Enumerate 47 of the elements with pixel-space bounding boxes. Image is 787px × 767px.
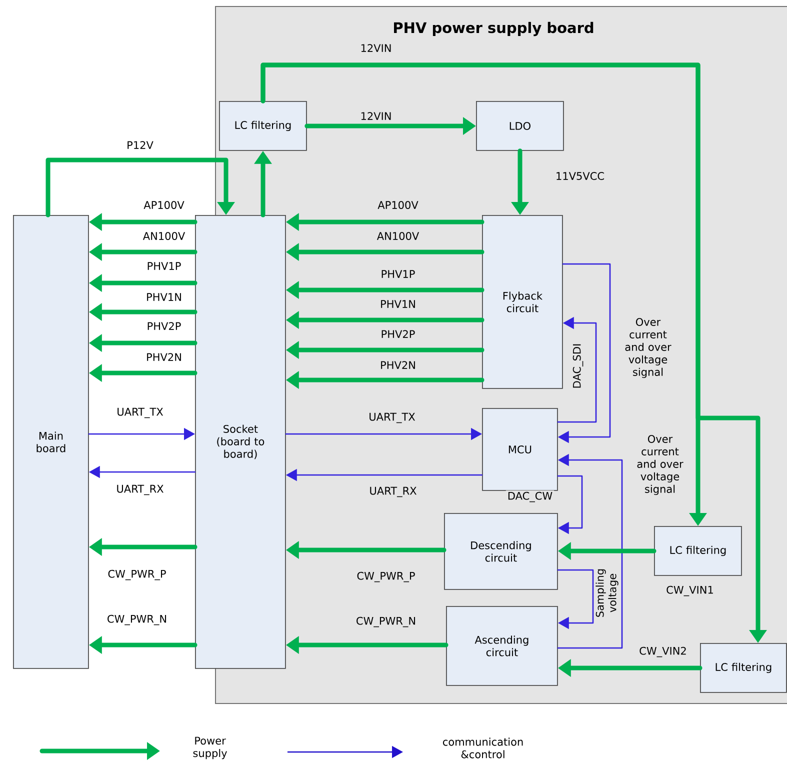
- edge-label: AN100V: [141, 230, 187, 242]
- edge-label: PHV1P: [379, 268, 417, 280]
- board-box: Main board: [13, 215, 89, 669]
- socket-box: Socket (board to board): [195, 215, 286, 669]
- legend-label: communication &control: [442, 738, 523, 758]
- edge-label: CW_PWR_P: [355, 570, 417, 584]
- arrow: [557, 475, 583, 534]
- edge-label: DAC_SDI: [571, 342, 585, 390]
- edge-label: CW_PWR_N: [105, 613, 169, 627]
- edge-label: CW_PWR_P: [106, 568, 168, 582]
- circuit-box: Descending circuit: [444, 513, 558, 590]
- edge-label: 12VIN: [358, 110, 394, 122]
- edge-label: PHV2N: [144, 352, 184, 362]
- edge-label: PHV1N: [144, 292, 184, 302]
- circuit-box: Flyback circuit: [482, 215, 563, 389]
- filter-box: LC filtering: [654, 526, 742, 576]
- edge-label: AP100V: [142, 200, 186, 210]
- filter-box: LC filtering: [219, 101, 307, 151]
- edge-label: PHV2P: [379, 328, 417, 340]
- edge-label: 12VIN: [358, 42, 394, 54]
- edge-label: PHV2N: [378, 360, 418, 370]
- legend-label: Power supply: [193, 736, 227, 760]
- edge-label: DAC_CW: [506, 490, 554, 504]
- edge-label: PHV1N: [378, 298, 418, 310]
- edge-label: AN100V: [375, 230, 421, 242]
- edge-label: 11V5VCC: [554, 170, 606, 182]
- filter-box: LC filtering: [700, 643, 787, 693]
- arrow: [557, 569, 594, 630]
- edge-label: P12V: [125, 140, 155, 150]
- controller-box: MCU: [482, 408, 558, 491]
- edge-label: UART_RX: [114, 483, 166, 497]
- edge-label: Over current and over voltage signal: [614, 316, 682, 380]
- edge-label: UART_TX: [367, 411, 417, 425]
- edge-label: CW_PWR_N: [354, 615, 418, 629]
- edge-label: AP100V: [376, 200, 420, 210]
- edge-label: Sampling voltage: [594, 562, 620, 624]
- regulator-box: LDO: [476, 101, 564, 151]
- edge-label: UART_TX: [115, 406, 165, 420]
- circuit-box: Ascending circuit: [446, 606, 558, 686]
- edge-label: PHV2P: [145, 320, 183, 332]
- arrow: [46, 158, 235, 218]
- edge-label: CW_VIN2: [638, 645, 688, 659]
- edge-label: UART_RX: [368, 485, 418, 499]
- panel-title: PHV power supply board: [394, 22, 594, 36]
- edge-label: CW_VIN1: [664, 584, 716, 598]
- edge-label: PHV1P: [145, 260, 183, 272]
- signal-note: Over current and over voltage signal: [631, 434, 689, 496]
